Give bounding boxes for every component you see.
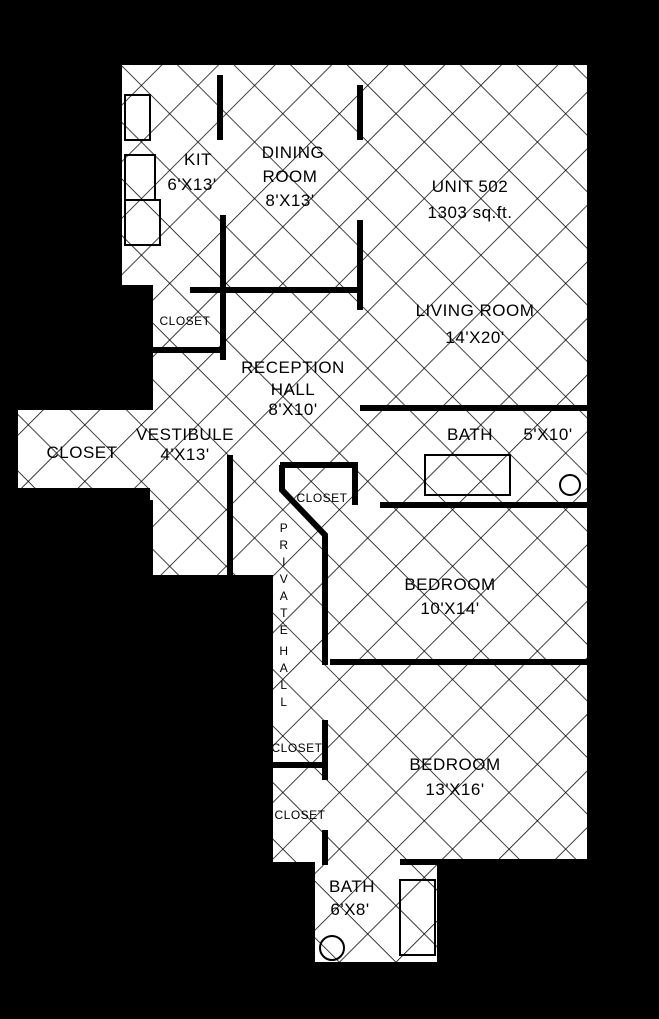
size-living: 14'X20'	[445, 328, 504, 347]
hall-letter: P	[280, 521, 289, 535]
unit-area: 1303 sq.ft.	[428, 203, 513, 222]
label-dining: DINING	[262, 143, 325, 162]
hall-letter: E	[280, 623, 289, 637]
hall-letter: A	[280, 589, 289, 603]
size-vestibule: 4'X13'	[160, 445, 209, 464]
closet-bedroom-1: CLOSET	[271, 741, 322, 755]
hall-letter: V	[280, 572, 289, 586]
closet-entry: CLOSET	[46, 443, 117, 462]
label-kitchen: KIT	[184, 150, 212, 169]
unit-name: UNIT 502	[432, 177, 508, 196]
label-dining-2: ROOM	[263, 167, 318, 186]
hall-letter: H	[279, 644, 288, 658]
hall-letter: L	[280, 695, 287, 709]
hall-letter: I	[282, 555, 286, 569]
hall-letter: L	[280, 678, 287, 692]
label-reception-2: HALL	[271, 380, 316, 399]
closet-bedroom-2: CLOSET	[274, 808, 325, 822]
label-bedroom2: BEDROOM	[409, 755, 500, 774]
label-vestibule: VESTIBULE	[136, 425, 234, 444]
size-kitchen: 6'X13'	[167, 175, 216, 194]
hall-letter: A	[280, 661, 289, 675]
size-bedroom2: 13'X16'	[425, 780, 484, 799]
size-bath2: 6'X8'	[330, 900, 369, 919]
size-bedroom1: 10'X14'	[420, 599, 479, 618]
label-bedroom1: BEDROOM	[404, 575, 495, 594]
hall-letter: R	[279, 538, 288, 552]
label-living: LIVING ROOM	[416, 301, 535, 320]
closet-hall: CLOSET	[296, 491, 347, 505]
size-dining: 8'X13'	[265, 191, 314, 210]
label-reception: RECEPTION	[241, 358, 345, 377]
size-reception: 8'X10'	[268, 400, 317, 419]
closet-kitchen: CLOSET	[159, 314, 210, 328]
private-hall-label: P R I V A T E H A L L	[279, 521, 288, 709]
size-bath1: 5'X10'	[523, 425, 572, 444]
label-bath2: BATH	[329, 877, 375, 896]
label-bath1: BATH	[447, 425, 493, 444]
walls	[122, 59, 593, 968]
hall-letter: T	[280, 606, 288, 620]
room-labels: KIT 6'X13' DINING ROOM 8'X13' UNIT 502 1…	[46, 143, 572, 919]
